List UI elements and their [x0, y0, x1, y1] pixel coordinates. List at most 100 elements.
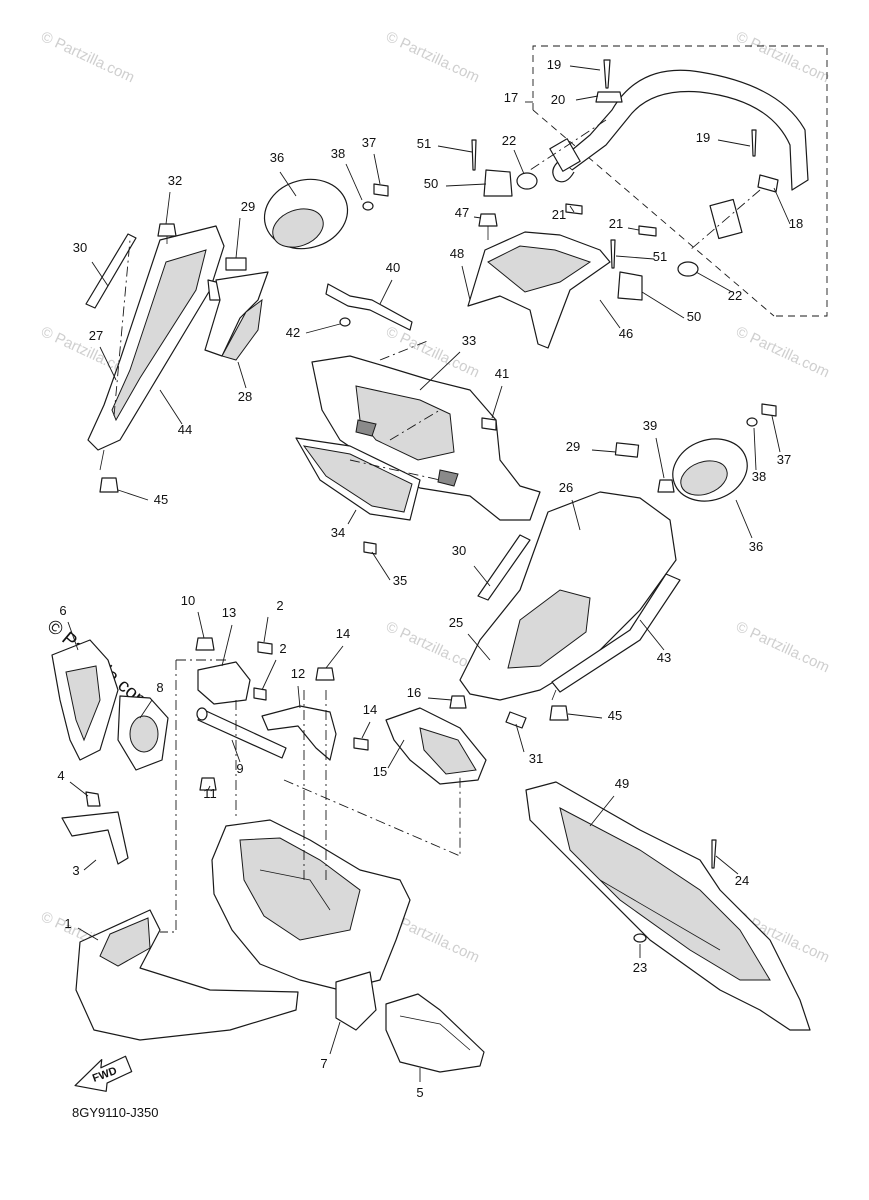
callout-45: 45: [154, 492, 168, 507]
callout-48: 48: [450, 246, 464, 261]
part-1-front-guard: [75, 909, 299, 1041]
part-41-bolt: [481, 417, 497, 431]
part-22-cap: [516, 172, 699, 277]
callout-46: 46: [619, 326, 633, 341]
callout-43: 43: [657, 650, 671, 665]
callout-28: 28: [238, 389, 252, 404]
watermark-text: © Partzilla.com: [733, 323, 832, 381]
callout-36: 36: [270, 150, 284, 165]
callout-40: 40: [386, 260, 400, 275]
callout-1: 1: [64, 916, 71, 931]
callout-3: 3: [72, 863, 79, 878]
part-50-51-bracket-clip: [471, 139, 643, 301]
callout-30: 30: [452, 543, 466, 558]
part-45-bolt: [99, 477, 569, 721]
callout-26: 26: [559, 480, 573, 495]
callout-42: 42: [286, 325, 300, 340]
part-21-bolt: [565, 203, 657, 237]
callout-11: 11: [203, 786, 217, 801]
callout-5: 5: [416, 1085, 423, 1100]
part-8-plate: [117, 695, 169, 771]
callout-15: 15: [373, 764, 387, 779]
fwd-arrow-icon: FWD: [74, 1055, 133, 1092]
callout-39: 39: [643, 418, 657, 433]
part-30-strip: [85, 233, 531, 601]
callout-41: 41: [495, 366, 509, 381]
part-15-16-guard: [385, 695, 487, 785]
callout-14: 14: [363, 702, 377, 717]
callout-22: 22: [728, 288, 742, 303]
callout-19: 19: [547, 57, 561, 72]
part-33-center-cover: [311, 355, 541, 521]
callout-51: 51: [417, 136, 431, 151]
callout-14: 14: [336, 626, 350, 641]
callout-36: 36: [749, 539, 763, 554]
callout-2: 2: [279, 641, 286, 656]
callout-22: 22: [502, 133, 516, 148]
callout-20: 20: [551, 92, 565, 107]
callout-21: 21: [609, 216, 623, 231]
callout-8: 8: [156, 680, 163, 695]
part-36-duct-cover: [263, 178, 748, 502]
part-40-bracket: [325, 283, 413, 331]
watermark-text: © Partzilla.com: [383, 28, 482, 86]
part-46-48-center-panel: [467, 231, 611, 349]
callout-4: 4: [57, 768, 64, 783]
diagram-code: 8GY9110-J350: [72, 1105, 159, 1120]
part-10-2-11-14-bolts: [195, 637, 369, 791]
callout-31: 31: [529, 751, 543, 766]
callout-18: 18: [789, 216, 803, 231]
callout-50: 50: [424, 176, 438, 191]
callout-10: 10: [181, 593, 195, 608]
callout-34: 34: [331, 525, 345, 540]
part-32-bolt: [157, 223, 177, 244]
part-19-20-rivets: [595, 59, 779, 193]
callout-21: 21: [552, 207, 566, 222]
callout-17: 17: [504, 90, 518, 105]
part-17-grab-bar: [549, 69, 809, 240]
callout-24: 24: [735, 873, 749, 888]
callout-23: 23: [633, 960, 647, 975]
callout-50: 50: [687, 309, 701, 324]
callout-7: 7: [320, 1056, 327, 1071]
part-13-bracket: [197, 661, 251, 705]
callout-19: 19: [696, 130, 710, 145]
callout-51: 51: [653, 249, 667, 264]
part-7-boot: [335, 971, 377, 1031]
part-49-skid-plate: [525, 781, 811, 1031]
callout-45: 45: [608, 708, 622, 723]
callout-37: 37: [777, 452, 791, 467]
callout-6: 6: [59, 603, 66, 618]
callout-32: 32: [168, 173, 182, 188]
part-25-26-43-right-cowl: [459, 491, 681, 701]
handle-group-box: [532, 45, 828, 317]
part-28-panel: [204, 271, 269, 361]
callout-12: 12: [291, 666, 305, 681]
part-12-bracket: [261, 705, 337, 761]
callout-29: 29: [241, 199, 255, 214]
callout-16: 16: [407, 685, 421, 700]
leader-lines: [67, 65, 791, 1082]
part-42-nut: [339, 317, 351, 327]
callout-labels: 1223456789101112131414151617181919202121…: [57, 57, 803, 1100]
frame: [211, 819, 411, 991]
part-9-stay-rod: [196, 707, 287, 759]
alignment-lines: [113, 119, 761, 933]
callout-49: 49: [615, 776, 629, 791]
callout-30: 30: [73, 240, 87, 255]
callout-13: 13: [222, 605, 236, 620]
watermark-text: © Partzilla.com: [733, 28, 832, 86]
callout-47: 47: [455, 205, 469, 220]
callout-38: 38: [752, 469, 766, 484]
part-27-44-left-cowl: [87, 225, 231, 471]
part-34-mesh-panel: [295, 437, 421, 521]
part-6-side-bracket: [51, 639, 119, 761]
callout-37: 37: [362, 135, 376, 150]
watermark-text: © Partzilla.com: [733, 618, 832, 676]
callout-35: 35: [393, 573, 407, 588]
part-31-bolt: [505, 711, 527, 729]
callout-9: 9: [236, 761, 243, 776]
callout-33: 33: [462, 333, 476, 348]
part-5-boot: [385, 993, 485, 1073]
